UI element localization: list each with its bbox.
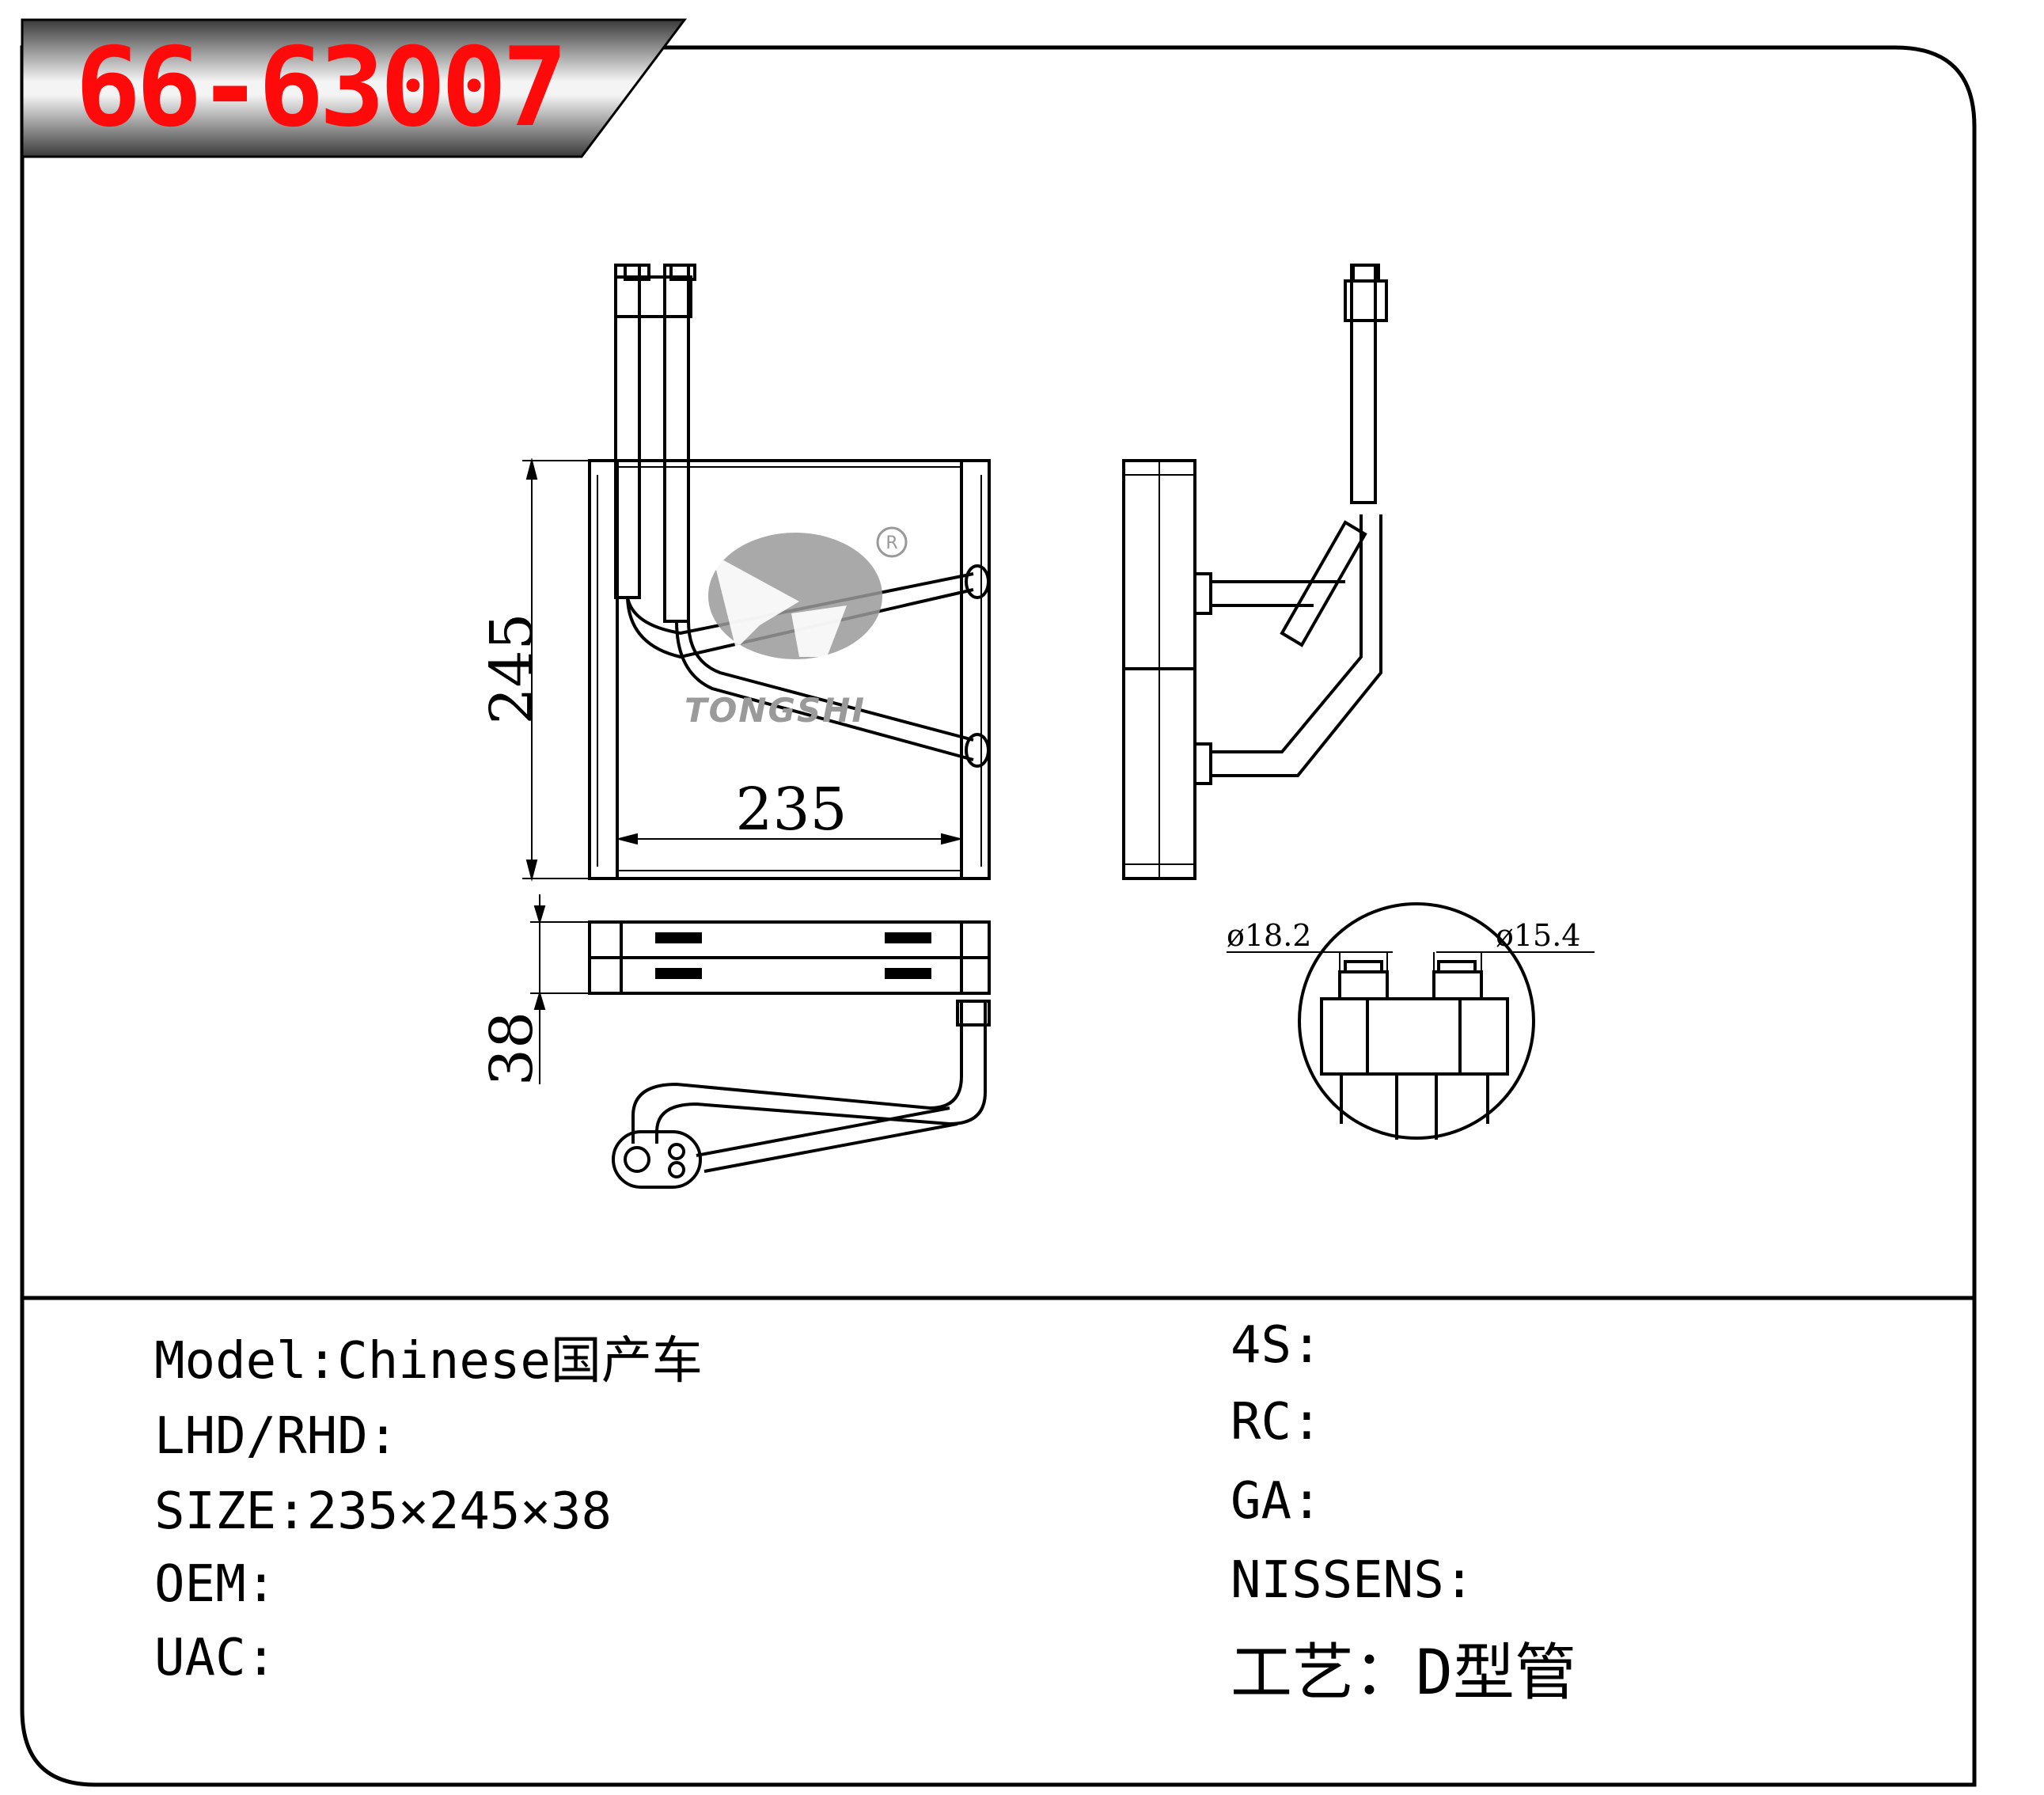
bottom-view — [588, 920, 991, 1189]
diameter-dimensions — [1227, 951, 1595, 972]
height-dimension — [522, 457, 590, 882]
spec-nissens: NISSENS: — [1231, 1551, 1475, 1610]
title-banner — [21, 18, 688, 158]
spec-process: 工艺：D型管 — [1231, 1638, 1576, 1709]
depth-label: 38 — [478, 1011, 546, 1086]
width-dimension — [616, 833, 963, 845]
registered-mark: R — [885, 533, 897, 553]
spec-ga: GA: — [1231, 1472, 1322, 1531]
spec-uac: UAC: — [154, 1629, 277, 1687]
depth-dimension — [530, 894, 590, 1084]
height-label: 245 — [478, 613, 546, 724]
diameter-label-2: ø15.4 — [1496, 918, 1581, 953]
spec-model: Model:Chinese国产车 — [154, 1332, 703, 1391]
registered-mark-icon — [876, 526, 908, 558]
front-view — [588, 264, 991, 880]
spec-oem: OEM: — [154, 1555, 277, 1614]
side-view — [1122, 264, 1388, 880]
fitting-detail — [1298, 902, 1535, 1140]
brand-logo: R TONGSHI — [684, 526, 908, 730]
spec-lhd-rhd: LHD/RHD: — [154, 1407, 399, 1466]
sheet-border — [20, 45, 1977, 1787]
spec-4s: 4S: — [1231, 1316, 1322, 1375]
spec-rc: RC: — [1231, 1393, 1322, 1452]
spec-size: SIZE:235×245×38 — [154, 1482, 612, 1541]
diameter-label-1: ø18.2 — [1227, 918, 1312, 953]
brand-name: TONGSHI — [684, 691, 866, 730]
part-number-title: 66-63007 — [75, 24, 568, 151]
width-label: 235 — [735, 776, 847, 844]
